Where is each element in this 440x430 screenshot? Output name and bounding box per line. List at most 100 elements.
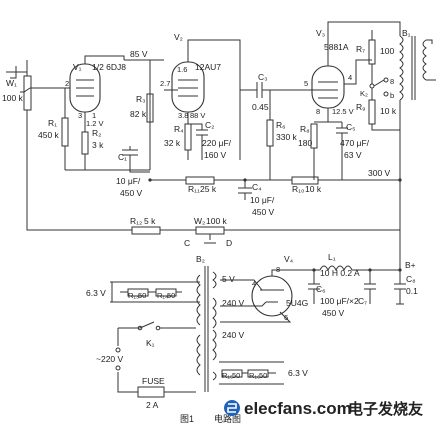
output-transformer-b1: B₁	[399, 28, 436, 270]
b1-label: B₁	[402, 28, 411, 38]
c3-value: 0.45	[252, 102, 269, 112]
c7-label: C₇	[358, 296, 367, 306]
v4-pin6: 6	[284, 313, 288, 322]
c6-label: C₆	[316, 284, 326, 294]
k1-label: K₁	[146, 338, 155, 348]
bus-300v-row: R₁₁ 25 k R₁₀ 10 k 300 V C₄ 10 μF/ 450 V	[65, 168, 402, 217]
r3-value: 82 k	[130, 109, 147, 119]
secondary-240v-b: 240 V	[222, 330, 245, 340]
w2-value: 100 k	[206, 216, 228, 226]
bus-85v: 85 V R₃ 82 k	[124, 49, 164, 170]
fuse-label: FUSE	[142, 376, 165, 386]
c3-r6: C₃ 0.45 R₆ 330 k	[240, 72, 300, 180]
v3-type: 5881A	[324, 42, 349, 52]
bplus-label: B+	[405, 260, 416, 270]
resistors-r1-r2: R₁ 450 k R₂ 3 k	[38, 88, 104, 170]
tube-v1: V₁ 1/2 6DJ8 2 1 3 1.2 V	[65, 55, 126, 128]
r7-r9-k2: R₇ 100 K₂ 8 b R₉ 10 k	[356, 30, 400, 131]
b2-label: B₂	[196, 254, 205, 264]
v3-cathode-voltage: 12.5 V	[332, 107, 354, 116]
r3-label: R₃	[136, 94, 146, 104]
c5-value1: 470 μF/	[340, 138, 370, 148]
r13-label: R₁₃	[128, 291, 139, 300]
r8-value: 180	[298, 138, 312, 148]
c4-label: C₄	[252, 182, 262, 192]
secondary-5v: 5 V	[222, 274, 235, 284]
node-d: D	[226, 238, 232, 248]
c5-value2: 63 V	[344, 150, 362, 160]
fuse-rating: 2 A	[146, 400, 159, 410]
c4-value1: 10 μF/	[250, 195, 275, 205]
tube-v2: V₂ 12AU7 1.6 2.7 3.8 88 V	[160, 32, 241, 160]
r12-w2: R₁₂ 5 k W₂ 100 k C D	[26, 170, 400, 248]
c2-value1: 220 μF/	[202, 138, 232, 148]
tube-v3: V₃ 5881A 5 4 8 12.5 V	[300, 21, 401, 122]
heater-6v3-a: 6.3 V	[86, 288, 106, 298]
bus-85v-label: 85 V	[130, 49, 148, 59]
r2-value: 3 k	[92, 140, 104, 150]
rectifier-tube-v4: V₄ 8 4 6 5U4G	[220, 254, 308, 323]
r13-value: 50	[138, 291, 146, 300]
k2-b: b	[390, 91, 394, 100]
figure-title: 电路图	[214, 413, 241, 424]
r12-value: 5 k	[144, 216, 156, 226]
r15-value: 50	[232, 371, 240, 380]
mains-voltage: ~220 V	[96, 354, 124, 364]
v4-type: 5U4G	[286, 298, 308, 308]
figure-caption: 图1 电路图	[180, 413, 241, 424]
watermark-cn: 电子发烧友	[348, 400, 423, 418]
v4-pin8: 8	[276, 265, 280, 274]
w2-label: W₂	[194, 216, 205, 226]
v4-label: V₄	[284, 254, 294, 264]
bus-300v-label: 300 V	[368, 168, 391, 178]
v3-pin4: 4	[348, 73, 352, 82]
v1-type: 1/2 6DJ8	[92, 62, 126, 72]
r15-label: R₁₅	[222, 371, 233, 380]
c8-label: C₈	[406, 274, 416, 284]
watermark: elecfans.com 电子发烧友	[224, 399, 423, 418]
r7-value: 100	[380, 46, 394, 56]
power-filter: L₁ 10 H 0.2 A C₆ C₇ 100 μF/×2 450 V B+ C…	[300, 252, 418, 318]
w1-label: W₁	[6, 78, 17, 88]
v1-pin3: 3	[78, 111, 82, 120]
watermark-domain: elecfans.com	[244, 399, 352, 418]
c2-value2: 160 V	[204, 150, 227, 160]
r14-label: R₁₄	[157, 291, 168, 300]
secondary-240v-a: 240 V	[222, 298, 245, 308]
l1-value: 10 H 0.2 A	[320, 268, 360, 278]
c2-label: C₂	[205, 120, 214, 130]
c1-value2: 450 V	[120, 188, 143, 198]
r11-label: R₁₁	[188, 184, 200, 194]
c3-label: C₃	[258, 72, 268, 82]
v1-pin2: 2	[65, 79, 69, 88]
r4-value: 32 k	[164, 138, 181, 148]
v2-label: V₂	[174, 32, 183, 42]
input-potentiometer: W₁ 100 k	[2, 60, 70, 170]
r16-label: R₁₆	[249, 371, 260, 380]
v1-label: V₁	[73, 62, 82, 72]
r7-label: R₇	[356, 44, 365, 54]
figure-number: 图1	[180, 414, 194, 424]
r14-value: 50	[167, 291, 175, 300]
r4-label: R₄	[174, 124, 184, 134]
node-c: C	[184, 238, 190, 248]
heater-winding-a: 6.3 V R₁₃ 50 R₁₄ 50	[86, 281, 200, 303]
power-transformer-b2: B₂ 5 V 240 V 240 V	[196, 254, 245, 392]
r6-value: 330 k	[276, 132, 298, 142]
c67-value1: 100 μF/×2	[320, 296, 359, 306]
v1-pin1: 1	[92, 111, 96, 120]
heater-6v3-b: 6.3 V	[288, 368, 308, 378]
capacitor-c1: C₁ 10 μF/ 450 V	[116, 146, 150, 198]
r9-value: 10 k	[380, 106, 397, 116]
k2-pin: 8	[390, 77, 394, 86]
k2-label: K₂	[360, 89, 368, 98]
heater-winding-b: 6.3 V R₁₅ 50 R₁₆ 50	[219, 361, 308, 385]
r8-label: R₈	[300, 124, 310, 134]
c5-label: C₅	[346, 122, 356, 132]
r12-label: R₁₂	[130, 216, 142, 226]
c67-value2: 450 V	[322, 308, 345, 318]
r2-label: R₂	[92, 128, 101, 138]
w1-value: 100 k	[2, 93, 24, 103]
r16-value: 50	[259, 371, 267, 380]
